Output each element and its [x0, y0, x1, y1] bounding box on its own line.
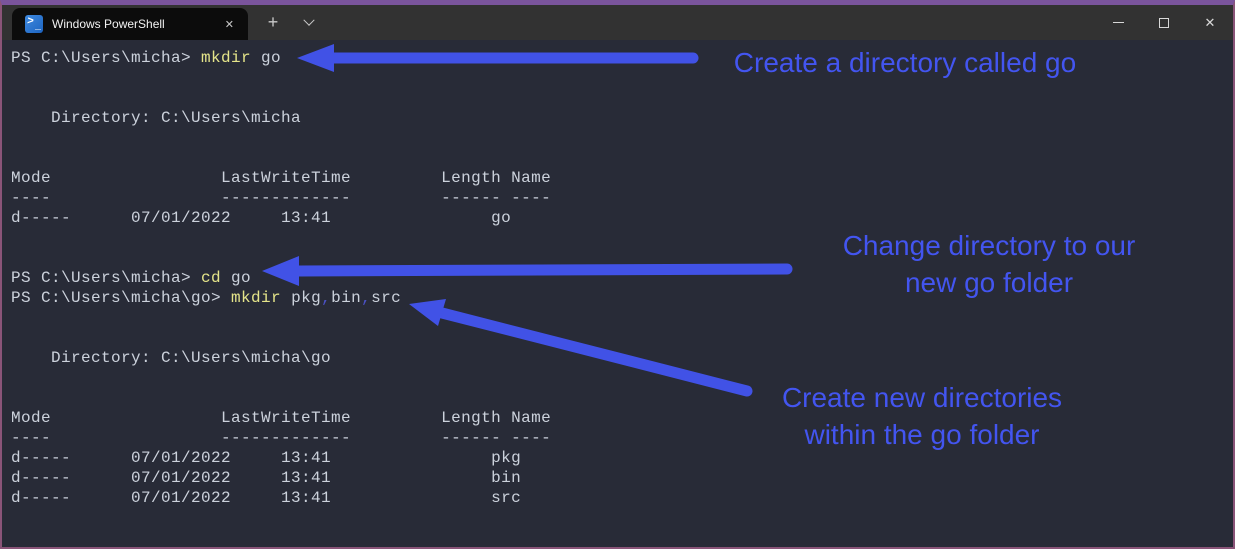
terminal-text-segment: Directory: C:\Users\micha\go — [11, 349, 332, 367]
terminal-text-segment: cd — [201, 269, 222, 287]
terminal-line — [11, 368, 1233, 388]
terminal-text-segment: d----- 07/01/2022 13:41 bin — [11, 469, 522, 487]
terminal-line — [11, 148, 1233, 168]
terminal-text-segment: d----- 07/01/2022 13:41 pkg — [11, 449, 522, 467]
maximize-icon — [1159, 17, 1169, 28]
terminal-text-segment: PS C:\Users\micha> — [11, 49, 202, 67]
terminal-text-segment: go — [221, 269, 252, 287]
terminal-text-segment: mkdir — [201, 49, 252, 67]
new-tab-button[interactable]: + — [267, 12, 279, 32]
terminal-text-segment: Mode LastWriteTime Length Name — [11, 169, 552, 187]
terminal-line — [11, 248, 1233, 268]
terminal-line — [11, 388, 1233, 408]
terminal-text-segment: go — [251, 49, 282, 67]
powershell-icon-arrow: > — [26, 16, 35, 28]
terminal-text-segment: PS C:\Users\micha> — [11, 269, 202, 287]
terminal-line — [11, 328, 1233, 348]
terminal-text-segment: Mode LastWriteTime Length Name — [11, 409, 552, 427]
terminal-text-segment: pkg — [281, 289, 322, 307]
terminal-line — [11, 128, 1233, 148]
terminal-text-segment: mkdir — [231, 289, 282, 307]
terminal-line: d----- 07/01/2022 13:41 pkg — [11, 448, 1233, 468]
terminal-line: ---- ------------- ------ ---- — [11, 428, 1233, 448]
tab-dropdown-button[interactable] — [292, 5, 326, 40]
terminal-line: Directory: C:\Users\micha — [11, 108, 1233, 128]
terminal-text-segment: ---- ------------- ------ ---- — [11, 429, 552, 447]
terminal-line — [11, 228, 1233, 248]
powershell-icon: > _ — [25, 15, 43, 33]
terminal-line — [11, 68, 1233, 88]
terminal-line: PS C:\Users\micha\go> mkdir pkg,bin,src — [11, 288, 1233, 308]
terminal-text-segment: d----- 07/01/2022 13:41 go — [11, 209, 512, 227]
terminal-line: Mode LastWriteTime Length Name — [11, 168, 1233, 188]
close-button[interactable]: ✕ — [1204, 14, 1216, 30]
title-bar: > _ Windows PowerShell ✕ + ✕ — [2, 5, 1233, 40]
terminal-line: PS C:\Users\micha> mkdir go — [11, 48, 1233, 68]
terminal-text-segment: PS C:\Users\micha\go> — [11, 289, 232, 307]
terminal-line: d----- 07/01/2022 13:41 go — [11, 208, 1233, 228]
terminal-line: PS C:\Users\micha> cd go — [11, 268, 1233, 288]
terminal-line — [11, 88, 1233, 108]
titlebar-drag-area — [326, 5, 1095, 40]
tab-windows-powershell[interactable]: > _ Windows PowerShell ✕ — [12, 8, 248, 40]
terminal-line: d----- 07/01/2022 13:41 src — [11, 488, 1233, 508]
terminal-text-segment: , — [361, 289, 372, 307]
terminal-line: d----- 07/01/2022 13:41 bin — [11, 468, 1233, 488]
terminal-line: Mode LastWriteTime Length Name — [11, 408, 1233, 428]
minimize-button[interactable] — [1095, 5, 1141, 40]
terminal-text-segment: Directory: C:\Users\micha — [11, 109, 302, 127]
terminal-text-segment: src — [371, 289, 402, 307]
terminal-line: Directory: C:\Users\micha\go — [11, 348, 1233, 368]
chevron-down-icon — [303, 14, 315, 26]
terminal-text-segment: bin — [331, 289, 362, 307]
terminal-text-segment: d----- 07/01/2022 13:41 src — [11, 489, 522, 507]
terminal-line: ---- ------------- ------ ---- — [11, 188, 1233, 208]
terminal-text-segment: ---- ------------- ------ ---- — [11, 189, 552, 207]
powershell-icon-underscore: _ — [34, 22, 41, 33]
terminal-line — [11, 308, 1233, 328]
tab-title: Windows PowerShell — [52, 17, 165, 31]
terminal-text-segment: , — [321, 289, 332, 307]
minimize-icon — [1112, 22, 1124, 23]
maximize-button[interactable] — [1141, 5, 1187, 40]
terminal-content[interactable]: PS C:\Users\micha> mkdir go Directory: C… — [2, 40, 1233, 508]
tab-close-icon[interactable]: ✕ — [224, 18, 234, 31]
